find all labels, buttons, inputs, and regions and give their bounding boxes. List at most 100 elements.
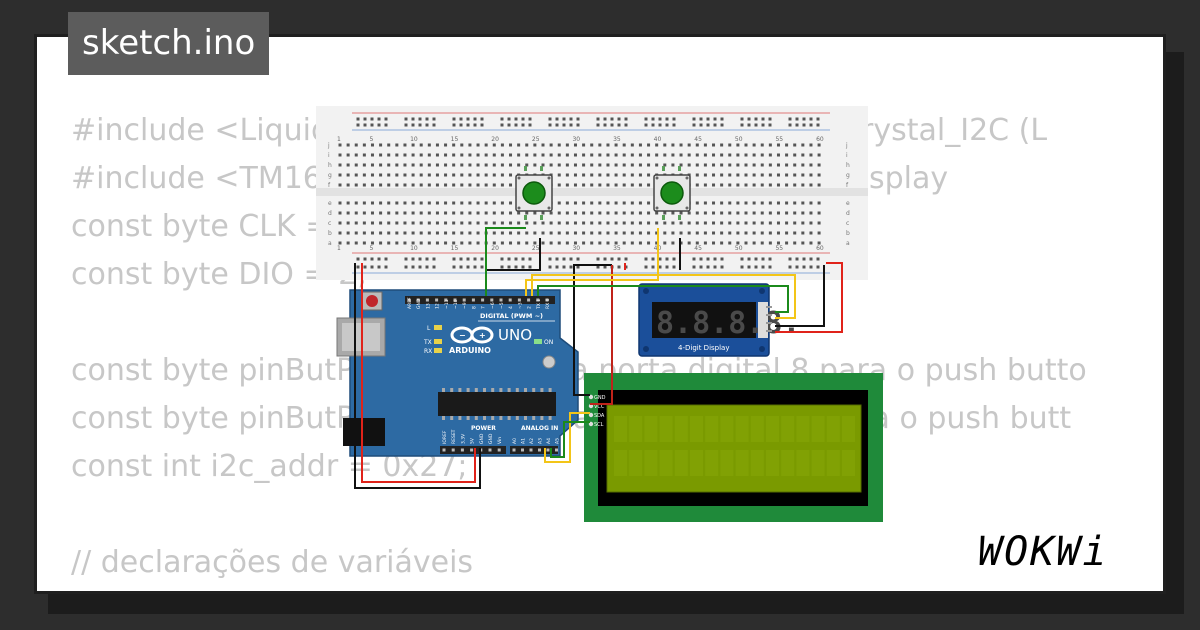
header-pin[interactable] <box>435 298 439 302</box>
rail-hole <box>816 123 820 127</box>
chip-leg <box>458 416 462 420</box>
header-pin[interactable] <box>529 448 533 452</box>
rail-hole <box>377 123 381 127</box>
header-pin[interactable] <box>490 298 494 302</box>
bb-hole <box>776 163 780 167</box>
power-header-label: POWER <box>471 425 496 432</box>
header-pin[interactable] <box>555 448 558 452</box>
header-pin[interactable] <box>442 448 446 452</box>
bb-hole <box>395 211 399 215</box>
row-letter: c <box>328 220 331 227</box>
header-pin[interactable] <box>517 298 521 302</box>
rail-hole <box>651 257 655 261</box>
bb-hole <box>598 183 602 187</box>
push-button-left[interactable] <box>515 166 553 220</box>
bb-hole <box>419 241 423 245</box>
button-cap[interactable] <box>522 181 546 205</box>
bb-hole <box>509 183 513 187</box>
bb-hole <box>403 173 407 177</box>
bb-hole <box>484 173 488 177</box>
bb-hole <box>695 211 699 215</box>
rail-hole <box>432 117 436 121</box>
bb-hole <box>565 231 569 235</box>
button-leg <box>678 166 681 171</box>
header-pin[interactable] <box>545 298 549 302</box>
bb-hole <box>370 201 374 205</box>
row-letter: c <box>846 220 849 227</box>
bb-hole <box>379 221 383 225</box>
header-pin[interactable] <box>462 298 466 302</box>
bb-hole <box>419 183 423 187</box>
bb-hole <box>387 173 391 177</box>
bb-hole <box>817 183 821 187</box>
header-pin[interactable] <box>481 298 485 302</box>
bb-hole <box>557 221 561 225</box>
bb-hole <box>484 143 488 147</box>
pin-label: 8 <box>471 306 477 309</box>
rail-hole <box>466 117 470 121</box>
header-pin[interactable] <box>460 448 464 452</box>
button-cap[interactable] <box>660 181 684 205</box>
bb-hole <box>403 231 407 235</box>
chip-leg <box>507 416 511 420</box>
tm1637-display-module[interactable]: 8.8.8.8. 4-Digit Display <box>638 283 801 357</box>
bb-hole <box>362 221 366 225</box>
header-pin[interactable] <box>453 298 457 302</box>
lcd-cell <box>614 416 627 442</box>
bb-hole <box>695 153 699 157</box>
bb-hole <box>671 241 675 245</box>
bb-hole <box>630 211 634 215</box>
bb-hole <box>590 231 594 235</box>
rail-hole <box>644 257 648 261</box>
rail-hole <box>500 257 504 261</box>
header-pin[interactable] <box>508 298 512 302</box>
header-pin[interactable] <box>488 448 492 452</box>
bb-hole <box>346 221 350 225</box>
rail-hole <box>500 117 504 121</box>
header-pin[interactable] <box>470 448 474 452</box>
header-pin[interactable] <box>425 298 429 302</box>
header-pin[interactable] <box>451 448 455 452</box>
header-pin[interactable] <box>546 448 550 452</box>
column-number: 5 <box>369 245 373 252</box>
bb-hole <box>403 153 407 157</box>
bb-hole <box>533 211 537 215</box>
header-pin[interactable] <box>521 448 524 452</box>
header-pin[interactable] <box>497 448 501 452</box>
header-pin[interactable] <box>416 298 420 302</box>
bb-hole <box>573 231 577 235</box>
bb-hole <box>598 143 602 147</box>
bb-hole <box>387 201 391 205</box>
header-pin[interactable] <box>499 298 503 302</box>
bb-hole <box>679 241 683 245</box>
bb-hole <box>703 201 707 205</box>
header-pin[interactable] <box>538 448 541 452</box>
bb-hole <box>776 231 780 235</box>
header-pin[interactable] <box>444 298 448 302</box>
bb-hole <box>452 173 456 177</box>
header-pin[interactable] <box>527 298 531 302</box>
header-pin[interactable] <box>536 298 540 302</box>
bb-hole <box>622 221 626 225</box>
reset-button[interactable] <box>366 295 378 307</box>
rail-hole <box>569 117 573 121</box>
push-button-right[interactable] <box>653 166 691 220</box>
rail-hole <box>603 117 607 121</box>
on-label: ON <box>544 339 553 346</box>
header-pin[interactable] <box>471 298 475 302</box>
header-pin[interactable] <box>407 298 411 302</box>
bb-hole <box>476 211 480 215</box>
header-pin[interactable] <box>512 448 516 452</box>
bb-hole <box>435 183 439 187</box>
bb-hole <box>565 153 569 157</box>
rail-hole <box>576 117 580 121</box>
bb-hole <box>703 163 707 167</box>
pin-label: RESET <box>451 429 457 444</box>
bb-hole <box>435 143 439 147</box>
lcd-cell <box>720 416 734 442</box>
rail-hole <box>672 123 676 127</box>
rail-hole <box>692 265 696 269</box>
